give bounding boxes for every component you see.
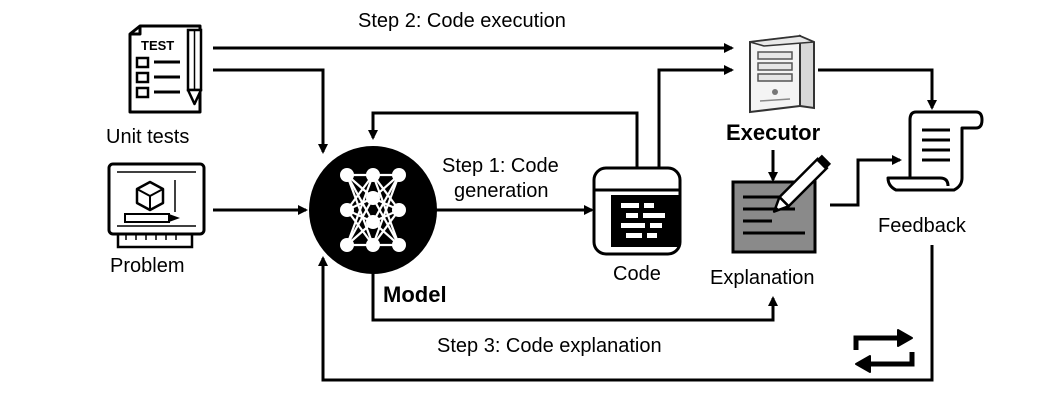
neural-network-icon	[309, 146, 437, 274]
arrow-explanation-to-feedback	[830, 155, 902, 207]
unit-tests-label: Unit tests	[106, 126, 189, 148]
feedback-label: Feedback	[878, 215, 967, 237]
arrows	[213, 43, 937, 382]
test-icon-text: TEST	[141, 38, 174, 53]
arrow-tests-to-model	[213, 68, 328, 154]
code-window-icon	[592, 166, 682, 256]
code-label: Code	[613, 263, 661, 285]
arrow-code-to-model	[368, 111, 639, 168]
repeat-icon	[853, 329, 915, 373]
arrow-code-to-executor	[657, 65, 734, 168]
notepad-pencil-icon	[731, 154, 832, 254]
step1-label-line1: Step 1: Code	[442, 155, 559, 177]
step1-label-line2: generation	[454, 180, 549, 202]
blueprint-icon	[107, 162, 206, 249]
executor-label: Executor	[726, 120, 821, 145]
scroll-icon	[886, 110, 984, 192]
step3-label: Step 3: Code explanation	[437, 335, 662, 357]
step2-label: Step 2: Code execution	[358, 10, 566, 32]
arrow-model-to-explanation	[371, 272, 778, 322]
test-checklist-icon: TEST	[128, 24, 203, 114]
arrow-executor-to-feedback	[818, 68, 937, 110]
problem-label: Problem	[110, 255, 184, 277]
arrow-feedback-to-model	[318, 245, 934, 382]
explanation-label: Explanation	[710, 267, 815, 289]
computer-tower-icon	[749, 34, 815, 114]
model-label: Model	[383, 282, 447, 307]
